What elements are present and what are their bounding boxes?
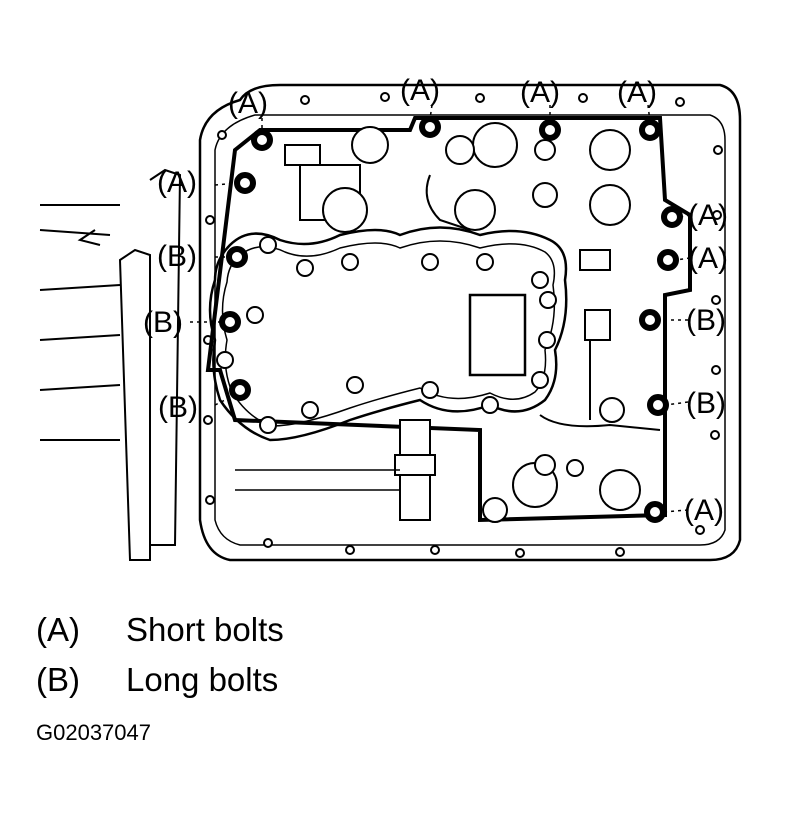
bolt-a bbox=[419, 116, 441, 138]
callout-labels: (A) (A) (B) (B) (B) (A) (A) (A) (A) (A) … bbox=[143, 74, 728, 527]
callout-a: (A) bbox=[688, 199, 728, 232]
valve-body bbox=[205, 116, 692, 523]
callout-a: (A) bbox=[157, 166, 197, 199]
callout-a: (A) bbox=[520, 76, 560, 109]
pan-flange bbox=[198, 83, 742, 562]
legend: (A) Short bolts (B) Long bolts bbox=[36, 605, 284, 705]
bolt-b bbox=[639, 309, 661, 331]
legend-key: (B) bbox=[36, 661, 80, 698]
callout-a: (A) bbox=[617, 76, 657, 109]
lower-components bbox=[235, 309, 661, 523]
transmission-housing bbox=[39, 168, 182, 561]
callout-b: (B) bbox=[157, 240, 197, 273]
bolt-a bbox=[657, 249, 679, 271]
legend-key: (A) bbox=[36, 611, 80, 648]
bolt-heads bbox=[219, 116, 683, 523]
separator-gasket bbox=[208, 226, 568, 442]
legend-row-long-bolts: (B) Long bolts bbox=[36, 655, 284, 705]
flange-holes bbox=[203, 92, 723, 558]
gasket-holes bbox=[216, 236, 557, 434]
callout-a: (A) bbox=[684, 494, 724, 527]
upper-components bbox=[284, 122, 631, 271]
bolt-b bbox=[226, 246, 248, 268]
callout-b: (B) bbox=[143, 306, 183, 339]
bolt-b bbox=[229, 379, 251, 401]
callout-b: (B) bbox=[158, 391, 198, 424]
bolt-a bbox=[639, 119, 661, 141]
bolt-b bbox=[647, 394, 669, 416]
bolt-a bbox=[539, 119, 561, 141]
callout-b: (B) bbox=[686, 304, 726, 337]
bolt-a bbox=[251, 129, 273, 151]
callout-a: (A) bbox=[400, 74, 440, 107]
bolt-a bbox=[644, 501, 666, 523]
figure-id: G02037047 bbox=[36, 720, 151, 745]
bolt-b bbox=[219, 311, 241, 333]
callout-a: (A) bbox=[228, 87, 268, 120]
callout-b: (B) bbox=[686, 387, 726, 420]
legend-text: Short bolts bbox=[126, 611, 284, 648]
legend-row-short-bolts: (A) Short bolts bbox=[36, 605, 284, 655]
bolt-a bbox=[234, 172, 256, 194]
bolt-a bbox=[661, 206, 683, 228]
valve-body-diagram: (A) (A) (B) (B) (B) (A) (A) (A) (A) (A) … bbox=[39, 74, 742, 562]
legend-text: Long bolts bbox=[126, 661, 279, 698]
callout-a: (A) bbox=[688, 242, 728, 275]
leader-lines bbox=[190, 104, 691, 513]
